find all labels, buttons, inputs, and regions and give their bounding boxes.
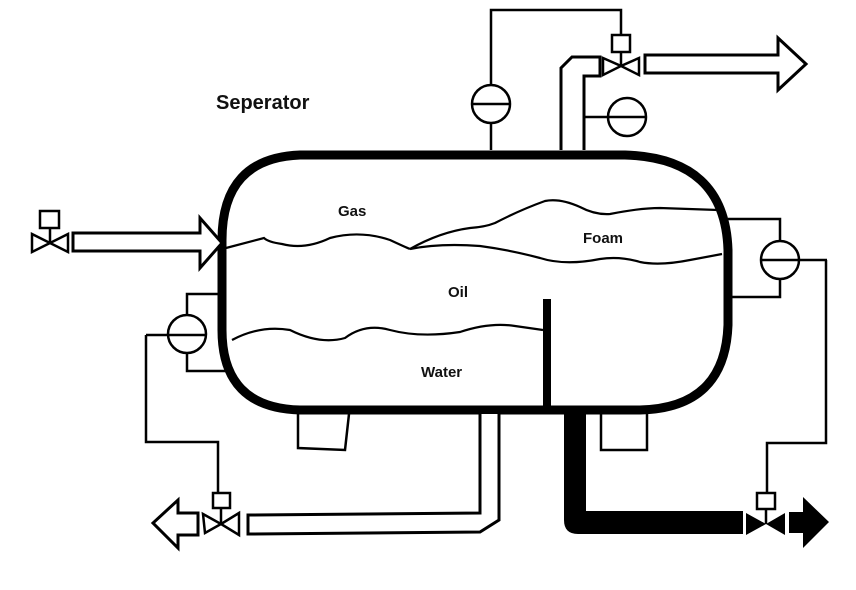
signal-line — [185, 292, 219, 315]
gas-outlet-arrow — [643, 34, 809, 94]
gas-oil-interface — [225, 233, 411, 251]
oil-outlet-pipe — [246, 414, 501, 536]
water-outlet-arrow — [789, 497, 829, 548]
weir — [543, 299, 551, 409]
water-control-valve[interactable] — [746, 491, 785, 535]
valve-actuator-icon — [755, 491, 777, 511]
valve-actuator-icon — [211, 491, 232, 510]
interface-level-transmitter[interactable] — [728, 217, 828, 493]
foam-top-surface — [409, 199, 719, 250]
oil-water-interface — [231, 323, 544, 342]
valve-actuator-icon — [38, 209, 61, 230]
signal-line — [731, 279, 782, 299]
signal-line — [185, 353, 229, 373]
oil-outlet-arrow — [150, 496, 200, 552]
signal-line — [765, 260, 828, 493]
vessel-shell — [217, 150, 733, 415]
feed-inlet-arrow — [71, 214, 224, 272]
oil-control-valve[interactable] — [201, 491, 241, 538]
label-oil: Oil — [448, 284, 468, 301]
valve-body-icon — [601, 56, 641, 78]
valve-body-icon — [201, 510, 241, 538]
vessel — [217, 150, 733, 415]
valve-body-icon — [30, 231, 70, 255]
signal-line — [489, 8, 623, 85]
foam-bottom-surface — [409, 243, 723, 265]
diagram-title: Seperator — [216, 92, 310, 114]
gas-outlet-pipe — [559, 55, 602, 150]
label-gas: Gas — [338, 203, 366, 220]
pressure-transmitter[interactable] — [470, 8, 623, 150]
gas-control-valve[interactable] — [601, 33, 641, 78]
label-water: Water — [421, 364, 462, 381]
water-outlet-pipe — [564, 413, 743, 534]
inlet-control-valve[interactable] — [30, 209, 70, 255]
water-level-transmitter[interactable] — [144, 292, 229, 493]
left-saddle — [296, 413, 351, 452]
valve-body-icon — [746, 513, 785, 535]
gas-flow-transmitter[interactable] — [585, 96, 648, 138]
signal-line — [144, 335, 220, 493]
label-foam: Foam — [583, 230, 623, 247]
signal-line — [728, 217, 782, 241]
right-saddle — [599, 414, 649, 452]
valve-actuator-icon — [610, 33, 632, 54]
